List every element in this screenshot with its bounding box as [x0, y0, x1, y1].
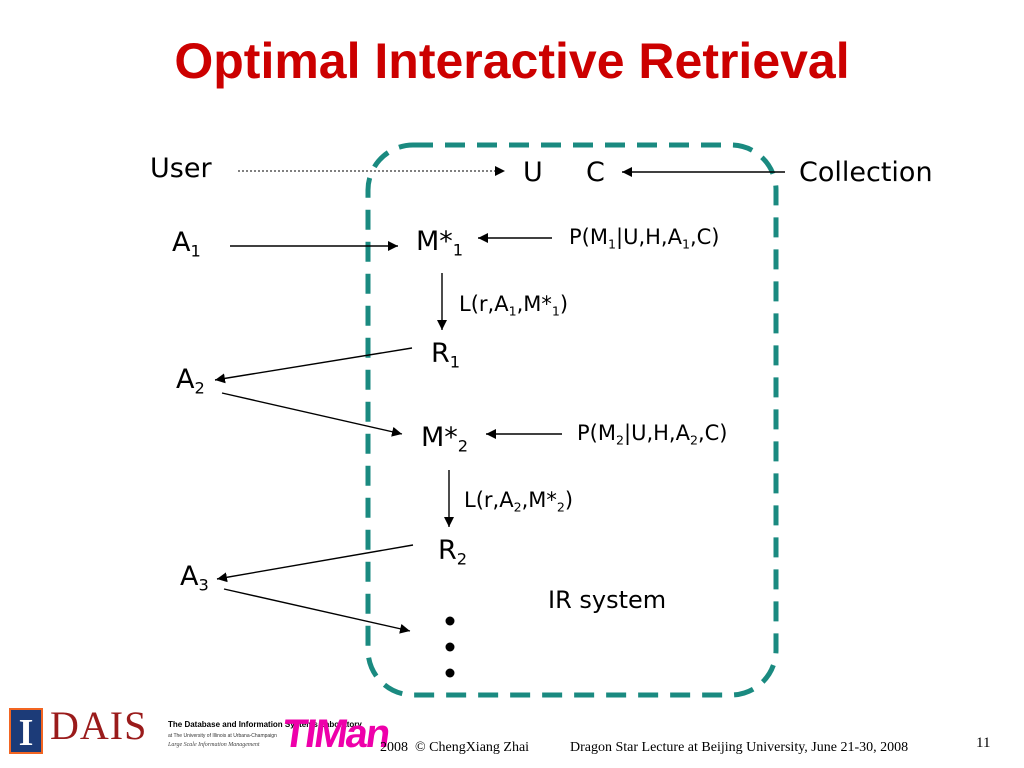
a3-to-next-arrow — [223, 588, 411, 634]
m2-node: M*2 — [421, 422, 469, 456]
a2-to-m2-arrow — [221, 392, 403, 437]
dais-logo-line1: The Database and Information Systems Lab… — [168, 720, 362, 729]
footer-copyright: © ChengXiang Zhai — [415, 740, 530, 755]
l1-formula: L(r,A1,M*1) — [459, 292, 569, 319]
r2-to-a3-arrow — [216, 544, 414, 583]
r1-to-a2-arrow — [214, 347, 413, 384]
a2-node: A2 — [176, 364, 205, 398]
user-label: User — [150, 153, 212, 184]
dais-logo: DAIS — [50, 703, 148, 748]
c-node: C — [586, 157, 605, 188]
l2-formula: L(r,A2,M*2) — [464, 488, 574, 515]
ir-system-boundary — [365, 142, 779, 698]
footer-year: 2008 — [380, 740, 408, 755]
footer-lecture: Dragon Star Lecture at Beijing Universit… — [570, 740, 909, 755]
continuation-dot — [445, 616, 455, 626]
r2-node: R2 — [438, 535, 468, 569]
timan-logo: TIMan — [279, 712, 392, 756]
r1-node: R1 — [431, 338, 461, 372]
slide-title: Optimal Interactive Retrieval — [174, 33, 850, 89]
dais-logo-line3: Large Scale Information Management — [168, 742, 260, 748]
m1-node: M*1 — [416, 226, 464, 260]
u-node: U — [523, 157, 543, 188]
a3-node: A3 — [180, 561, 209, 595]
p1-formula: P(M1|U,H,A1,C) — [569, 225, 720, 252]
p2-formula: P(M2|U,H,A2,C) — [577, 421, 728, 448]
a1-node: A1 — [172, 227, 201, 261]
continuation-dot — [445, 642, 455, 652]
ir-system-label: IR system — [548, 586, 667, 614]
illinois-logo: I — [9, 708, 43, 754]
dais-logo-line2: at The University of Illinois at Urbana-… — [168, 733, 277, 739]
continuation-dot — [445, 668, 455, 678]
page-number: 11 — [976, 735, 991, 751]
collection-label: Collection — [799, 157, 933, 188]
